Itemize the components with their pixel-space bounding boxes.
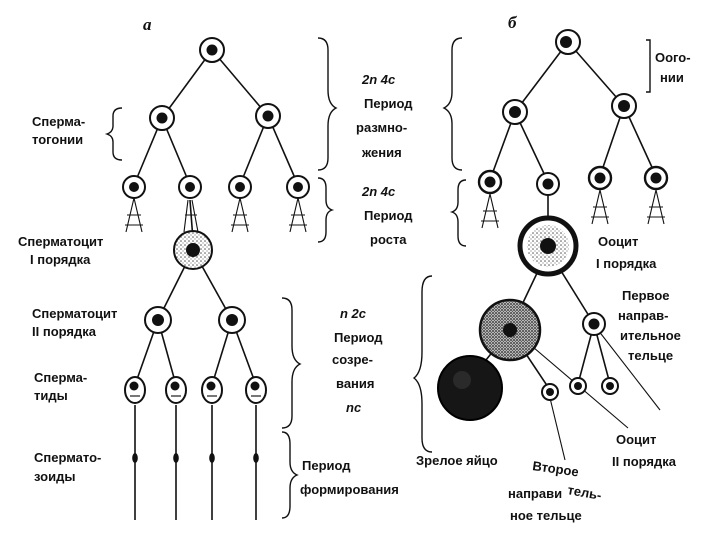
growth-period-brace — [317, 177, 335, 243]
oogonia-bracket — [646, 39, 651, 93]
formation-period-label: Период формирования — [300, 458, 399, 497]
svg-text:Первое: Первое — [622, 288, 670, 303]
oogenesis-maturation-brace — [412, 275, 433, 453]
svg-text:Сперма-: Сперма- — [32, 114, 85, 129]
label-second-polar-body: Второе направи тель- ное тельце — [508, 458, 603, 523]
svg-text:Сперма-: Сперма- — [34, 370, 87, 385]
oogenesis-growth-brace — [449, 179, 467, 247]
oogonia-continuation-arrows — [481, 189, 665, 229]
panel-a-label: а — [143, 15, 152, 34]
svg-text:2n 4c: 2n 4c — [361, 72, 396, 87]
mature-egg-cell — [437, 355, 503, 421]
svg-text:I порядка: I порядка — [596, 256, 657, 271]
svg-text:тиды: тиды — [34, 388, 68, 403]
svg-text:роста: роста — [370, 232, 407, 247]
svg-text:Период: Период — [302, 458, 351, 473]
spermatogenesis-lineage-lines — [133, 49, 299, 386]
svg-text:II порядка: II порядка — [32, 324, 97, 339]
svg-text:Второе: Второе — [532, 458, 580, 479]
spermatogonium-cells — [122, 37, 310, 199]
label-first-polar-body: Первое направ- ительное тельце — [618, 288, 681, 363]
svg-text:зоиды: зоиды — [34, 469, 75, 484]
spermatogonia-brace — [104, 107, 123, 161]
svg-text:Сперматоцит: Сперматоцит — [18, 234, 103, 249]
secondary-spermatocyte-cells — [144, 306, 246, 334]
svg-text:нии: нии — [660, 70, 684, 85]
svg-text:Период: Период — [364, 96, 413, 111]
svg-text:размно-: размно- — [356, 120, 407, 135]
svg-text:Зрелое яйцо: Зрелое яйцо — [416, 453, 498, 468]
maturation-period-label: n 2c Период созре- вания nc — [332, 306, 383, 415]
svg-text:Ооцит: Ооцит — [616, 432, 656, 447]
svg-text:вания: вания — [336, 376, 374, 391]
secondary-oocyte-cell — [478, 298, 542, 362]
svg-text:Оого-: Оого- — [655, 50, 691, 65]
svg-text:направ-: направ- — [618, 308, 668, 323]
nucleus — [262, 110, 274, 122]
svg-text:Период: Период — [364, 208, 413, 223]
first-polar-body-cell — [582, 312, 606, 336]
svg-text:n 2c: n 2c — [340, 306, 367, 321]
svg-text:Сперматоцит: Сперматоцит — [32, 306, 117, 321]
maturation-period-brace — [281, 297, 302, 429]
label-oogonia: Оого- нии — [655, 50, 691, 85]
reproduction-period-label: 2n 4c Период размно- жения — [356, 72, 413, 160]
svg-text:Спермато-: Спермато- — [34, 450, 101, 465]
svg-text:2n 4c: 2n 4c — [361, 184, 396, 199]
svg-text:тельце: тельце — [628, 348, 673, 363]
svg-text:nc: nc — [346, 400, 362, 415]
label-secondary-oocyte: Ооцит II порядка — [612, 432, 677, 469]
svg-text:жения: жения — [361, 145, 402, 160]
label-spermatozoa: Спермато- зоиды — [34, 450, 101, 484]
svg-text:ительное: ительное — [620, 328, 681, 343]
label-primary-oocyte: Ооцит I порядка — [596, 234, 657, 271]
reproduction-period-brace — [317, 37, 338, 171]
nucleus — [156, 112, 168, 124]
label-mature-egg: Зрелое яйцо — [416, 453, 498, 468]
svg-text:формирования: формирования — [300, 482, 399, 497]
growth-period-label: 2n 4c Период роста — [361, 184, 413, 247]
spermatid-cells — [124, 376, 267, 404]
svg-text:Ооцит: Ооцит — [598, 234, 638, 249]
label-primary-spermatocyte: Сперматоцит I порядка — [18, 234, 103, 267]
svg-text:направи: направи — [508, 486, 562, 501]
polar-body-cells — [541, 377, 619, 401]
svg-text:созре-: созре- — [332, 352, 373, 367]
primary-spermatocyte-cell — [173, 230, 213, 270]
svg-text:Период: Период — [334, 330, 383, 345]
spermatozoon-cells — [132, 405, 259, 520]
spermatogonia-continuation-arrows — [125, 197, 307, 233]
svg-text:I порядка: I порядка — [30, 252, 91, 267]
nucleus — [206, 44, 218, 56]
nucleus — [129, 182, 139, 192]
label-secondary-spermatocyte: Сперматоцит II порядка — [32, 306, 117, 339]
label-spermatogonia: Сперма- тогонии — [32, 114, 85, 147]
panel-b-label: б — [508, 13, 518, 32]
svg-text:тель-: тель- — [566, 482, 602, 503]
oogenesis-reproduction-brace — [442, 37, 463, 171]
oogonium-cells — [477, 29, 669, 196]
formation-period-brace — [281, 431, 299, 519]
nucleus — [293, 182, 303, 192]
svg-text:II порядка: II порядка — [612, 454, 677, 469]
svg-text:тогонии: тогонии — [32, 132, 83, 147]
primary-oocyte-cell — [517, 215, 579, 277]
svg-text:ное тельце: ное тельце — [510, 508, 582, 523]
nucleus — [235, 182, 245, 192]
nucleus — [185, 182, 195, 192]
label-spermatids: Сперма- тиды — [34, 370, 87, 403]
